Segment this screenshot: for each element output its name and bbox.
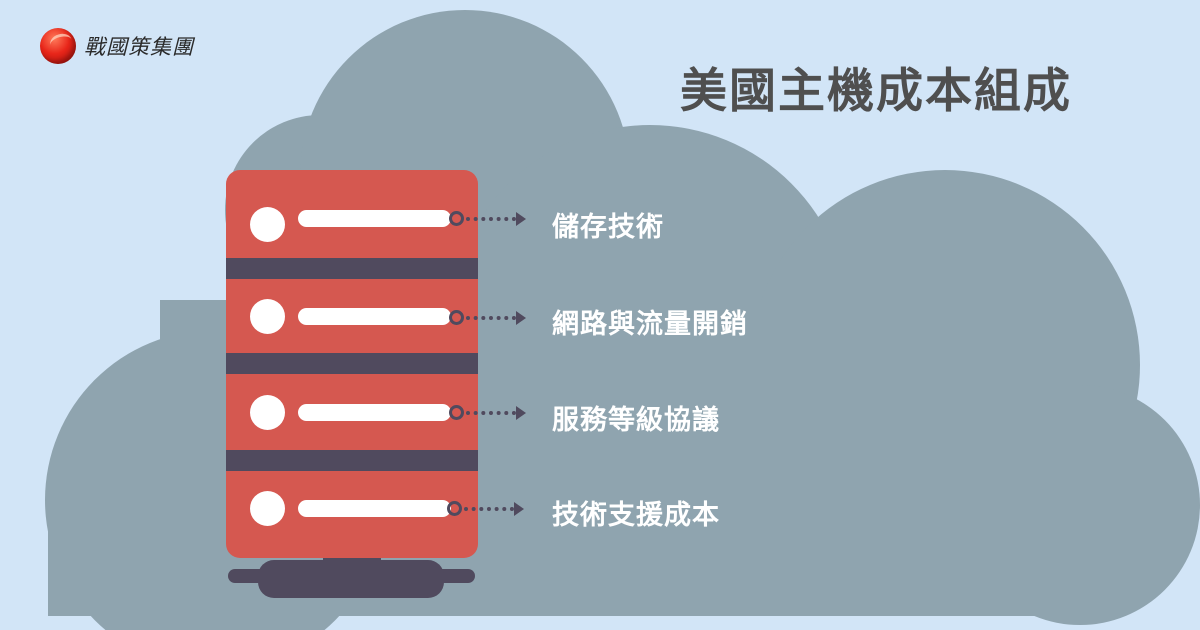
server-bay-4 [298,500,451,517]
brand-logo: 戰國策集團 [40,28,194,64]
server-bay-1 [298,210,451,227]
component-label-sla: 服務等級協議 [552,405,720,436]
arrow-right-icon [516,310,526,325]
server-rack-icon [226,170,478,558]
dotted-line [466,315,516,320]
server-divider-1 [226,258,478,279]
connector-ring-icon [449,310,464,325]
server-led-3 [250,395,285,430]
component-label-support: 技術支援成本 [552,500,720,531]
component-label-storage: 儲存技術 [552,212,664,243]
server-bay-3 [298,404,451,421]
component-label-network: 網路與流量開銷 [552,309,748,340]
dotted-line [466,410,516,415]
connector-arrow-4 [447,501,524,516]
page-title: 美國主機成本組成 [680,64,1072,119]
connector-arrow-1 [449,211,526,226]
dotted-line [464,506,514,511]
red-sphere-logo-icon [40,28,76,64]
connector-ring-icon [447,501,462,516]
arrow-right-icon [516,405,526,420]
connector-ring-icon [449,405,464,420]
arrow-right-icon [514,501,524,516]
server-led-1 [250,207,285,242]
server-divider-2 [226,353,478,374]
dotted-line [466,216,516,221]
brand-name: 戰國策集團 [84,35,194,59]
connector-ring-icon [449,211,464,226]
server-divider-3 [226,450,478,471]
connector-arrow-2 [449,310,526,325]
server-led-4 [250,491,285,526]
server-bay-2 [298,308,451,325]
server-stand-foot [258,560,444,598]
server-led-2 [250,299,285,334]
arrow-right-icon [516,211,526,226]
connector-arrow-3 [449,405,526,420]
